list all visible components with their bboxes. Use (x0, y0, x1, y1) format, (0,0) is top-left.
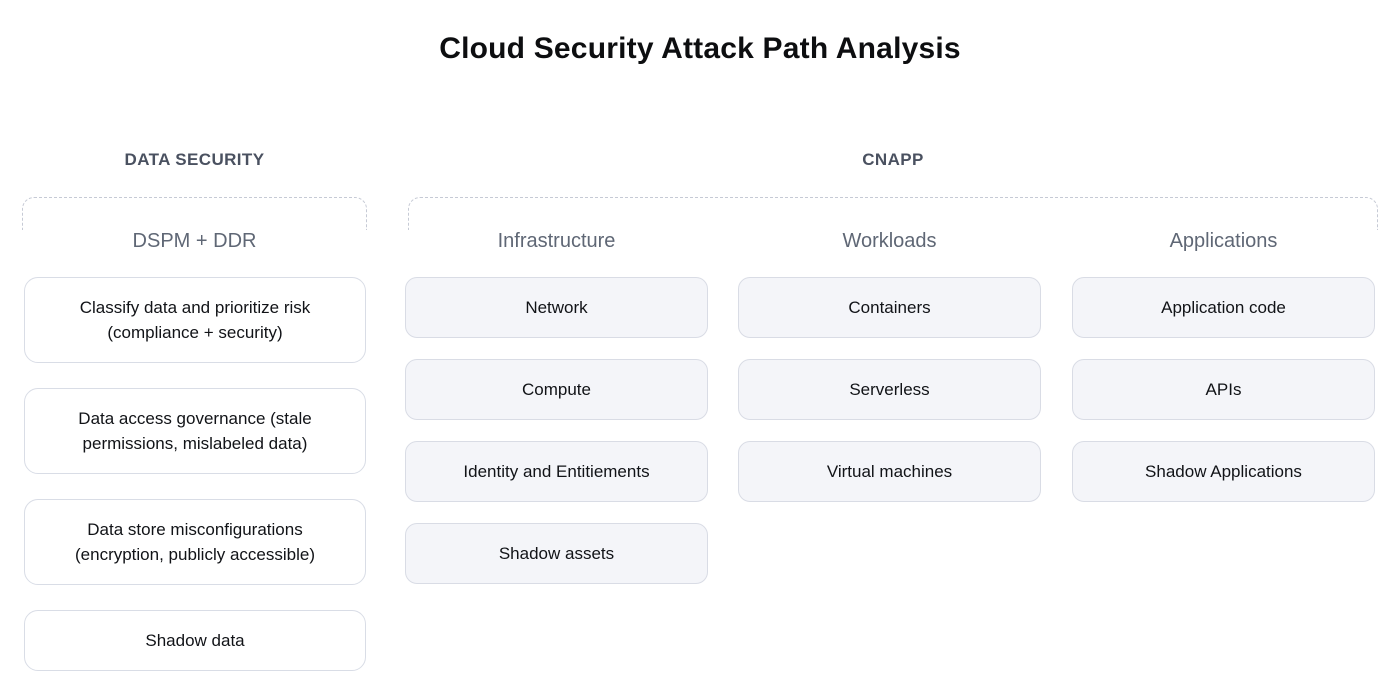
box-data-store-misconfigurations: Data store misconfigurations (encryption… (24, 499, 366, 585)
applications-label: Applications (1169, 230, 1278, 252)
box-data-access-governance: Data access governance (stale permission… (24, 388, 366, 474)
workloads-label: Workloads (842, 230, 937, 252)
data-security-column: Classify data and prioritize risk (compl… (24, 277, 366, 671)
box-shadow-data: Shadow data (24, 610, 366, 671)
dspm-ddr-label: DSPM + DDR (132, 230, 257, 252)
infrastructure-column: Infrastructure Network Compute Identity … (405, 229, 708, 584)
applications-column: Applications Application code APIs Shado… (1072, 229, 1375, 502)
cnapp-bracket (408, 197, 1378, 230)
infrastructure-label: Infrastructure (497, 230, 616, 252)
workloads-column: Workloads Containers Serverless Virtual … (738, 229, 1041, 502)
box-shadow-applications: Shadow Applications (1072, 441, 1375, 502)
page-title: Cloud Security Attack Path Analysis (439, 32, 961, 65)
box-virtual-machines: Virtual machines (738, 441, 1041, 502)
box-network: Network (405, 277, 708, 338)
box-shadow-assets: Shadow assets (405, 523, 708, 584)
data-security-header: DATA SECURITY (124, 150, 265, 169)
box-identity-and-entitlements: Identity and Entitiements (405, 441, 708, 502)
box-containers: Containers (738, 277, 1041, 338)
box-apis: APIs (1072, 359, 1375, 420)
cnapp-header: CNAPP (862, 150, 924, 169)
box-compute: Compute (405, 359, 708, 420)
data-security-bracket (22, 197, 367, 230)
workloads-boxes: Containers Serverless Virtual machines (738, 277, 1041, 502)
box-application-code: Application code (1072, 277, 1375, 338)
box-classify-data: Classify data and prioritize risk (compl… (24, 277, 366, 363)
infrastructure-boxes: Network Compute Identity and Entitiement… (405, 277, 708, 584)
box-serverless: Serverless (738, 359, 1041, 420)
applications-boxes: Application code APIs Shadow Application… (1072, 277, 1375, 502)
